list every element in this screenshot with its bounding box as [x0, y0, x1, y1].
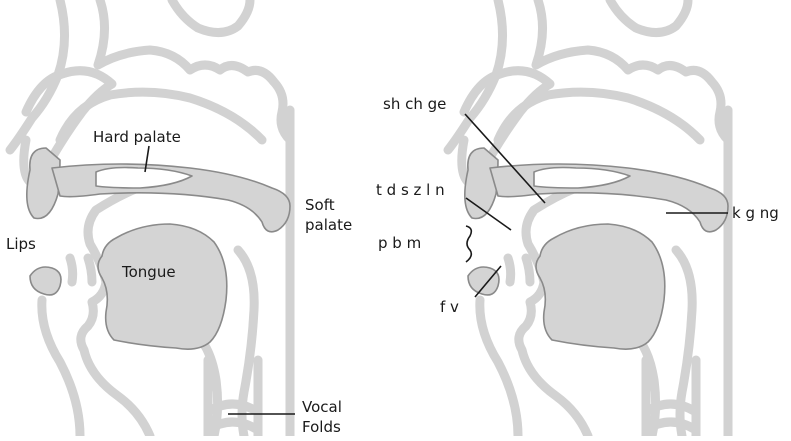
tongue-label: Tongue: [121, 263, 176, 281]
vocal-folds-label-line1: Vocal: [302, 398, 342, 416]
soft-palate-label-line2: palate: [305, 216, 352, 234]
left-head-illustration: [10, 0, 290, 436]
velar-label: k g ng: [732, 204, 779, 222]
hard-palate-label: Hard palate: [93, 128, 181, 146]
soft-palate-label-line1: Soft: [305, 196, 335, 214]
alveolar-label: t d s z l n: [376, 181, 445, 199]
labiodental-label: f v: [440, 298, 459, 316]
bilabial-bracket: [466, 226, 471, 262]
lips-label: Lips: [6, 235, 36, 253]
postalveolar-label: sh ch ge: [383, 95, 446, 113]
vocal-folds-label-line2: Folds: [302, 418, 341, 436]
right-head-illustration: [448, 0, 728, 436]
bilabial-label: p b m: [378, 234, 421, 252]
